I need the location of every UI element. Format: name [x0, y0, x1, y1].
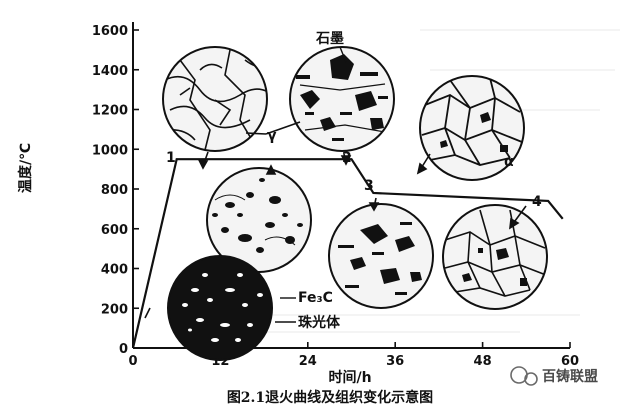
micrograph-final — [442, 204, 548, 310]
x-axis-label: 时间/h — [328, 369, 371, 386]
x-tick-label: 0 — [128, 354, 137, 369]
label-pearlite: 珠光体 — [298, 314, 341, 331]
x-tick-label: 24 — [299, 354, 317, 369]
micrograph-austenite-2 — [206, 167, 312, 273]
y-tick-label: 400 — [101, 263, 128, 278]
y-axis-label: 温度/℃ — [17, 143, 34, 193]
y-tick-label: 1200 — [92, 104, 128, 119]
label-gamma: γ — [267, 128, 277, 144]
micrograph-pearlite — [167, 255, 273, 361]
point-label-1: 1 — [166, 150, 176, 166]
annealing-curve — [131, 158, 564, 349]
x-tick-label: 48 — [474, 354, 492, 369]
x-tick-label: 60 — [561, 354, 579, 369]
label-alpha: α — [504, 154, 514, 170]
y-tick-label: 0 — [119, 342, 128, 357]
y-tick-label: 1600 — [92, 24, 128, 39]
micrograph-ferrite-graphite — [328, 203, 434, 309]
y-ticks: 0 200 400 600 800 1000 1200 1400 1600 — [92, 24, 139, 357]
y-tick-label: 800 — [101, 183, 128, 198]
label-fe3c: Fe₃C — [298, 290, 333, 306]
micrograph-austenite-1 — [162, 46, 268, 152]
label-graphite: 石墨 — [315, 31, 344, 47]
y-tick-label: 1000 — [92, 143, 128, 158]
watermark: 百铸联盟 — [510, 366, 598, 386]
y-tick-label: 600 — [101, 223, 128, 238]
point-label-4: 4 — [532, 194, 542, 210]
y-tick-label: 200 — [101, 302, 128, 317]
y-tick-label: 1400 — [92, 64, 128, 79]
micrograph-ferrite — [419, 75, 525, 181]
micrograph-graphite — [289, 46, 395, 152]
point-label-3: 3 — [364, 178, 374, 194]
watermark-text: 百铸联盟 — [542, 368, 598, 385]
figure-caption: 图2.1退火曲线及组织变化示意图 — [227, 389, 433, 406]
x-tick-label: 36 — [386, 354, 404, 369]
arrows — [144, 121, 527, 319]
